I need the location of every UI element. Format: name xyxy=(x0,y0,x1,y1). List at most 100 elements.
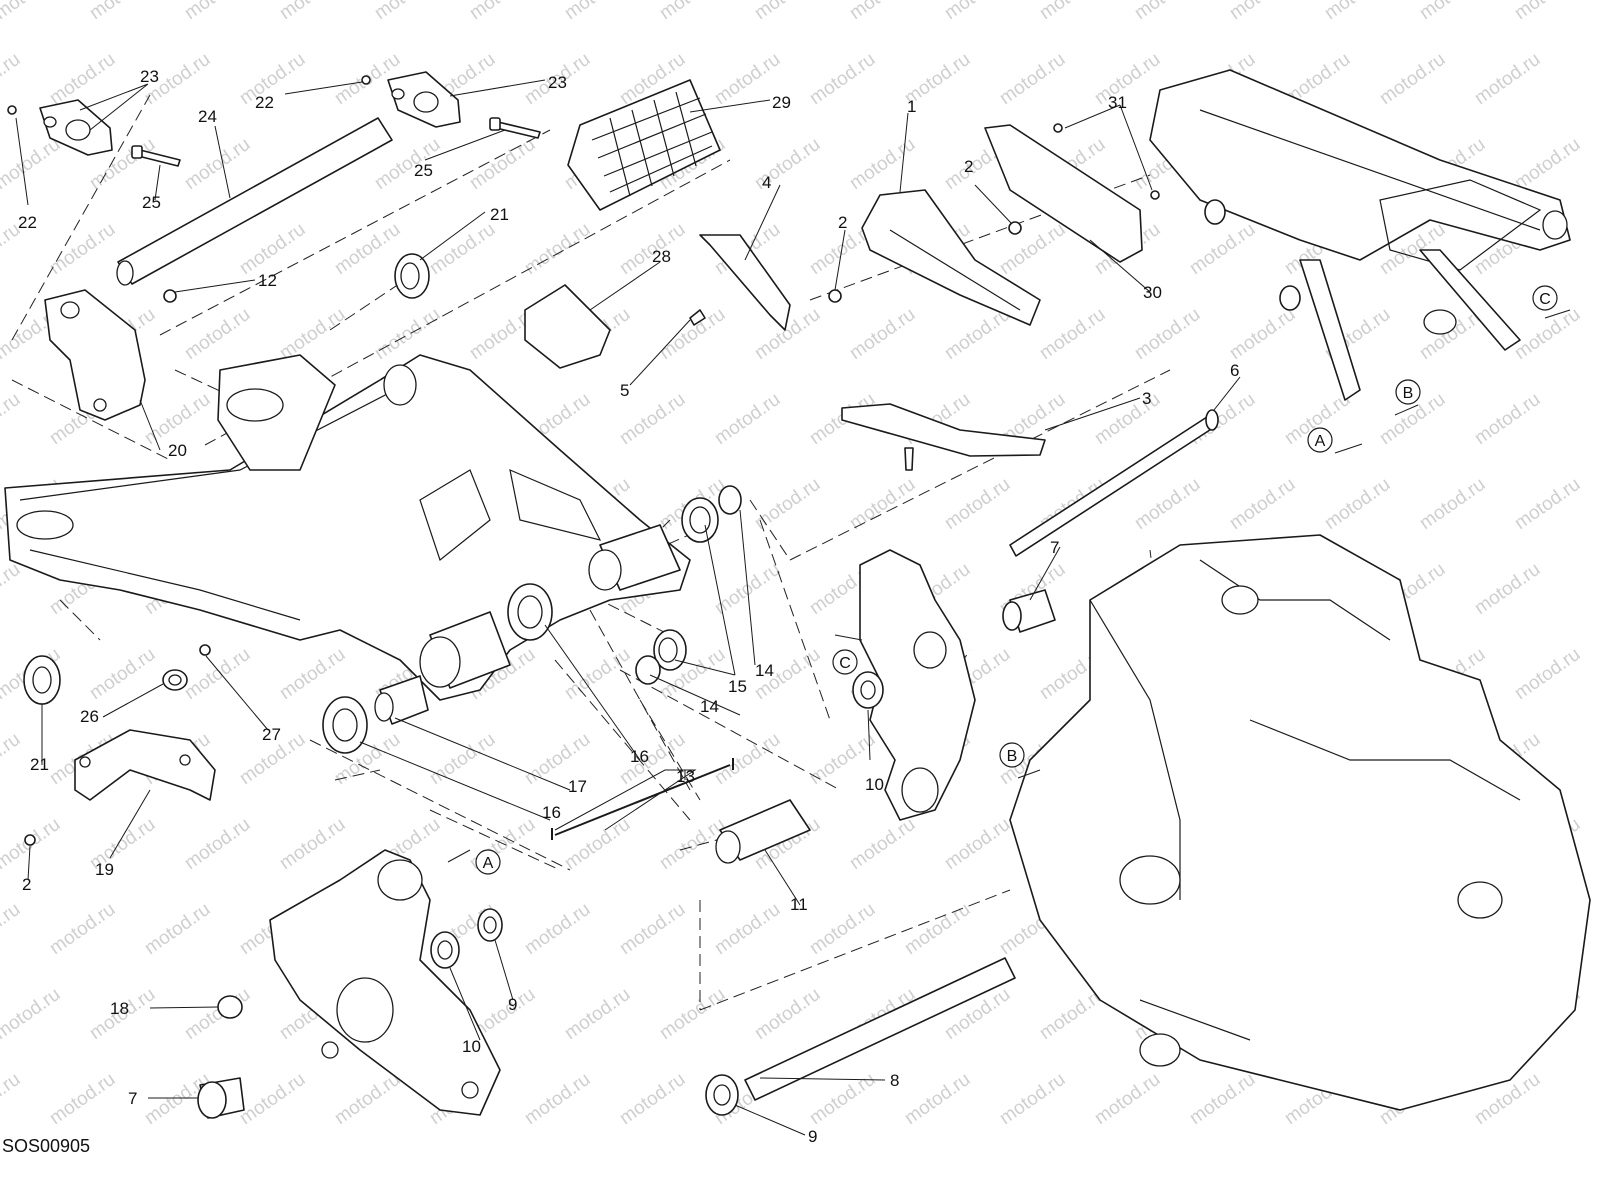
watermark-text: motod.ru xyxy=(846,474,919,534)
watermark-text: motod.ru xyxy=(1511,474,1584,534)
chain-guard-lower xyxy=(74,729,216,801)
watermark-text: motod.ru xyxy=(181,814,254,874)
watermark-text: motod.ru xyxy=(846,134,919,194)
chain-guide-upper xyxy=(699,234,791,331)
svg-text:C: C xyxy=(839,655,851,672)
callout-23: 23 xyxy=(140,67,159,86)
watermark-text: motod.ru xyxy=(1471,49,1544,109)
watermark-text: motod.ru xyxy=(0,49,24,109)
needle-bearing-15b xyxy=(653,629,687,671)
ref-marker-b-top: B xyxy=(1394,379,1421,416)
watermark-text: motod.ru xyxy=(941,0,1014,24)
callout-18: 18 xyxy=(110,999,129,1018)
watermark-text: motod.ru xyxy=(901,899,974,959)
watermark-text: motod.ru xyxy=(276,644,349,704)
screw-27 xyxy=(199,644,211,656)
chain-slider-lower xyxy=(841,403,1046,471)
watermark-text: motod.ru xyxy=(0,729,24,789)
watermark-text: motod.ru xyxy=(0,899,24,959)
watermark-text: motod.ru xyxy=(0,134,64,194)
screw-5 xyxy=(689,309,706,326)
callout-16: 16 xyxy=(542,803,561,822)
diagram-code: SOS00905 xyxy=(2,1136,90,1156)
callout-23: 23 xyxy=(548,73,567,92)
watermark-text: motod.ru xyxy=(521,219,594,279)
screw-2-right xyxy=(1008,221,1022,235)
watermark-text: motod.ru xyxy=(371,304,444,364)
callout-9: 9 xyxy=(808,1127,817,1146)
circlip-right xyxy=(361,75,371,85)
svg-text:A: A xyxy=(1315,433,1326,450)
watermark-text: motod.ru xyxy=(141,899,214,959)
long-axle-bolt xyxy=(1009,409,1219,557)
watermark-text: motod.ru xyxy=(181,134,254,194)
callout-27: 27 xyxy=(262,725,281,744)
needle-bearing-15a xyxy=(681,497,719,543)
watermark-text: motod.ru xyxy=(1511,0,1584,24)
swingarm-pivot-housing xyxy=(217,354,336,471)
watermark-text: motod.ru xyxy=(561,984,634,1044)
watermark-text: motod.ru xyxy=(711,729,784,789)
watermark-text: motod.ru xyxy=(656,0,729,24)
seal-14b xyxy=(635,655,661,685)
callout-21: 21 xyxy=(30,755,49,774)
watermark-text: motod.ru xyxy=(46,899,119,959)
watermark-text: motod.ru xyxy=(181,984,254,1044)
watermark-text: motod.ru xyxy=(276,304,349,364)
pivot-tube-upper xyxy=(588,524,681,591)
ref-marker-a-top: A xyxy=(1307,427,1363,454)
chain-guard-block-left xyxy=(39,99,113,156)
callout-28: 28 xyxy=(652,247,671,266)
watermark-text: motod.ru xyxy=(521,1069,594,1129)
callout-21: 21 xyxy=(490,205,509,224)
callout-11: 11 xyxy=(790,895,808,914)
callout-numbers: 1 2 2 2 3 4 5 6 7 7 8 9 9 10 10 11 12 13… xyxy=(18,67,1239,1146)
watermark-text: motod.ru xyxy=(0,0,64,24)
watermark-text: motod.ru xyxy=(46,49,119,109)
seal-9-shaft xyxy=(705,1074,739,1116)
watermark-text: motod.ru xyxy=(46,1069,119,1129)
swingarm-pin xyxy=(116,117,393,286)
callout-2: 2 xyxy=(838,213,847,232)
watermark-text: motod.ru xyxy=(0,559,24,619)
cable-clip xyxy=(162,669,188,691)
callout-leader-lines xyxy=(15,79,1241,1136)
watermark-text: motod.ru xyxy=(1416,474,1489,534)
watermark-text: motod.ru xyxy=(561,814,634,874)
screw-right xyxy=(489,117,541,139)
circlip-left xyxy=(7,105,17,115)
sticker-plate xyxy=(524,284,611,369)
watermark-text: motod.ru xyxy=(1036,0,1109,24)
watermark-text: motod.ru xyxy=(616,899,689,959)
ref-marker-c-frame: C xyxy=(1532,285,1571,319)
watermark-text: motod.ru xyxy=(521,899,594,959)
watermark-text: motod.ru xyxy=(1511,644,1584,704)
seal-9-lower xyxy=(477,908,503,942)
watermark-text: motod.ru xyxy=(656,304,729,364)
watermark-text: motod.ru xyxy=(751,984,824,1044)
watermark-text: motod.ru xyxy=(426,219,499,279)
callout-7: 7 xyxy=(1050,538,1059,557)
watermark-text: motod.ru xyxy=(1226,0,1299,24)
callout-25: 25 xyxy=(414,161,433,180)
callout-22: 22 xyxy=(18,213,37,232)
rocker-linkage xyxy=(269,849,501,1116)
callout-22: 22 xyxy=(255,93,274,112)
callout-15: 15 xyxy=(728,677,747,696)
screw-left xyxy=(131,145,181,167)
watermark-text: motod.ru xyxy=(711,899,784,959)
watermark-text: motod.ru xyxy=(1131,474,1204,534)
svg-text:A: A xyxy=(483,855,494,872)
watermark-text: motod.ru xyxy=(1091,49,1164,109)
spacer-tube-11 xyxy=(715,799,811,864)
watermark-text: motod.ru xyxy=(1226,304,1299,364)
callout-1: 1 xyxy=(907,97,916,116)
watermark-text: motod.ru xyxy=(1416,0,1489,24)
callout-24: 24 xyxy=(198,107,217,126)
ref-marker-a-lower: A xyxy=(447,849,501,875)
reference-markers: A A B B C C xyxy=(447,285,1571,875)
watermark-text: motod.ru xyxy=(1091,1069,1164,1129)
bushing-10-lower xyxy=(430,931,460,969)
watermark-text: motod.ru xyxy=(941,814,1014,874)
callout-17: 17 xyxy=(568,777,587,796)
